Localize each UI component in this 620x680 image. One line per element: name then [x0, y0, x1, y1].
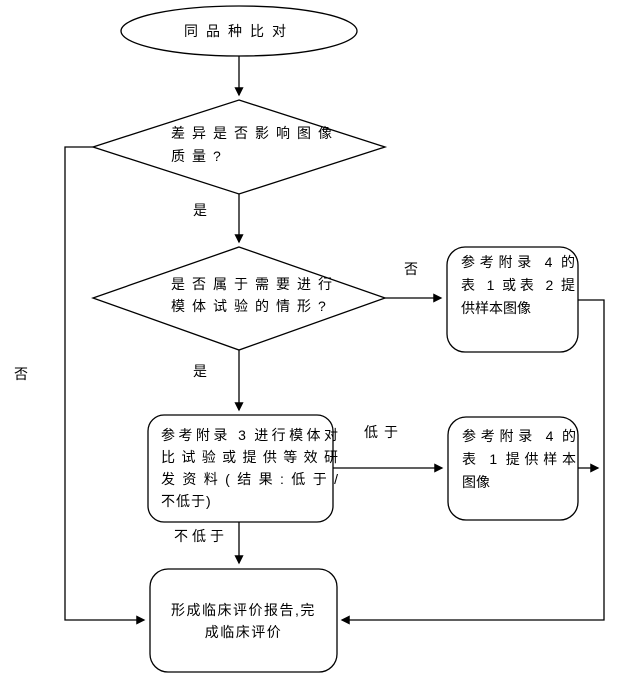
node-text-line: 差异是否影响图像 — [171, 125, 339, 141]
node-text-line: 表 1 或表 2 提 — [461, 277, 575, 293]
start-ellipse — [120, 5, 358, 57]
appendix4-table1or2-label: 参考附录 4 的表 1 或表 2 提供样本图像 — [461, 251, 575, 320]
start-label: 同品种比对 — [184, 23, 294, 39]
decision2-label: 是否属于需要进行模体试验的情形? — [171, 273, 347, 317]
branch-label-not-lower: 不低于 — [174, 528, 228, 544]
node-text-line: 成临床评价 — [204, 623, 283, 640]
appendix4-table1-box — [447, 416, 579, 521]
branch-label-yes-1: 是 — [193, 202, 207, 218]
node-text-line: 是否属于需要进行 — [171, 276, 339, 292]
appendix4-table1-label: 参考附录 4 的表 1 提供样本图像 — [462, 425, 576, 494]
node-text-line: 比试验或提供等效研 — [161, 449, 339, 465]
phantom-test-label: 参考附录 3 进行模体对比试验或提供等效研发资料(结果:低于/不低于) — [161, 424, 339, 512]
node-text-line: 发资料(结果:低于/ — [161, 471, 339, 487]
connector-decision1-no-left-to-final — [64, 146, 146, 625]
node-text-line: 参考附录 4 的 — [462, 428, 576, 444]
appendix4-table1or2-box — [446, 246, 579, 353]
connector-right-merge-to-final — [340, 299, 605, 625]
node-text-line: 图像 — [462, 474, 490, 490]
node-text-line: 不低于) — [161, 493, 212, 509]
final-report-label: 形成临床评价报告,完成临床评价 — [150, 569, 337, 672]
node-text-line: 参考附录 3 进行模体对 — [161, 427, 339, 443]
node-text-line: 形成临床评价报告,完 — [171, 601, 316, 618]
node-text-line: 表 1 提供样本 — [462, 451, 576, 467]
branch-label-lower: 低于 — [364, 424, 404, 440]
branch-label-no-top: 否 — [404, 261, 418, 277]
decision1-diamond — [90, 99, 388, 195]
decision1-label: 差异是否影响图像质量? — [171, 122, 347, 168]
branch-label-no-left: 否 — [14, 366, 28, 382]
phantom-test-box — [147, 414, 334, 523]
branch-label-yes-2: 是 — [193, 363, 207, 379]
decision2-diamond — [91, 246, 387, 351]
node-text-line: 参考附录 4 的 — [461, 254, 575, 270]
node-text-line: 供样本图像 — [461, 300, 531, 316]
node-text-line: 质量? — [171, 148, 228, 164]
final-report-box — [149, 568, 338, 673]
node-text-line: 模体试验的情形? — [171, 298, 333, 314]
